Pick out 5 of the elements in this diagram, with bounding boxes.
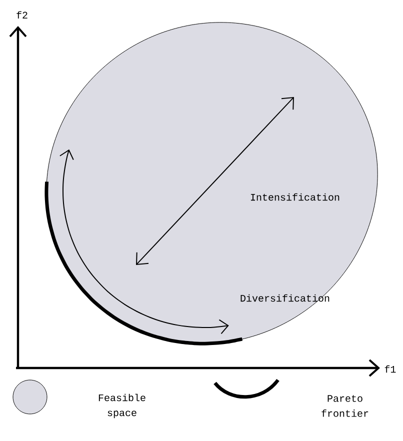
axis-label: f1 [384,365,396,373]
axis-label: f2 [16,11,28,18]
legend-label: Feasible space [98,394,146,418]
region-label: Intensification [250,193,340,201]
legend-label: Pareto frontier [322,395,368,417]
